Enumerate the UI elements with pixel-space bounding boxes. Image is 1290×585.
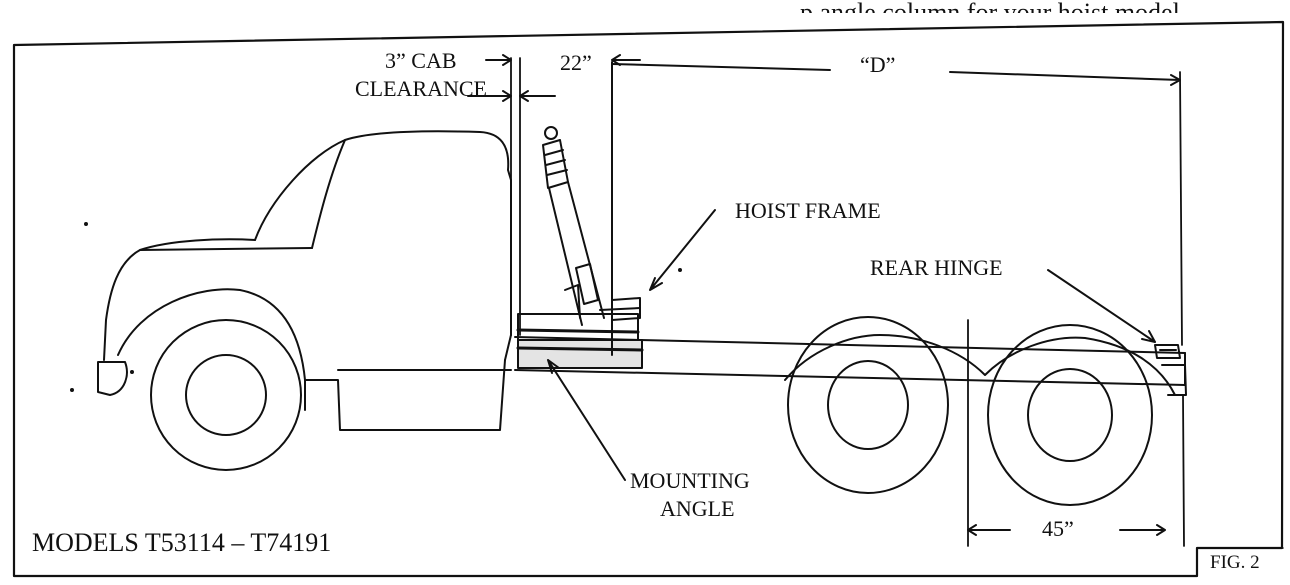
mounting-angle-label-line1: MOUNTING xyxy=(630,468,750,493)
cab-rear-wall xyxy=(504,334,512,361)
hoist-cylinder xyxy=(542,126,605,326)
front-rim xyxy=(185,354,267,436)
cab-body-lower xyxy=(304,359,506,431)
rear-hinge-label: REAR HINGE xyxy=(870,255,1003,280)
dimension-22-label: 22” xyxy=(560,50,592,75)
truck-cab xyxy=(97,130,512,431)
dimension-d-arrow xyxy=(611,63,1181,86)
subframe-lower xyxy=(517,339,643,369)
cab-clearance-label-line2: CLEARANCE xyxy=(355,76,487,101)
subframe-upper xyxy=(517,313,639,341)
dimension-45-arrow xyxy=(967,524,1166,536)
dimension-d-label: “D” xyxy=(860,52,896,77)
rear-rim-front xyxy=(827,360,909,450)
rear-rim-rear xyxy=(1027,368,1113,462)
mounting-angle-label-line2: ANGLE xyxy=(660,496,735,521)
front-wheel xyxy=(150,319,302,471)
cab-windshield-edge xyxy=(311,139,346,249)
rear-tire-rear xyxy=(987,324,1153,506)
mounting-angle-subframe xyxy=(516,313,644,369)
hoist-cylinder-pin xyxy=(544,126,558,140)
dimension-45-label: 45” xyxy=(1042,516,1074,541)
front-tire xyxy=(150,319,302,471)
hoist-cylinder-base xyxy=(575,263,599,305)
cab-clearance-label-line1: 3” CAB xyxy=(385,48,457,73)
rear-fender xyxy=(784,334,1176,396)
rear-tandem-wheels xyxy=(784,316,1176,506)
front-bumper xyxy=(97,361,128,396)
frame-rail-bottom xyxy=(514,369,1186,386)
cab-outline xyxy=(254,130,512,336)
hood-line xyxy=(139,247,313,251)
front-wheel-arch xyxy=(117,288,306,411)
dimension-d-end xyxy=(1179,71,1183,346)
header-fragment: p angle column for your hoist model. xyxy=(800,0,1187,27)
hoist-cylinder-barrel xyxy=(548,181,605,326)
hoist-frame-label: HOIST FRAME xyxy=(735,198,881,223)
rear-hinge xyxy=(1154,344,1187,396)
rear-tire-front xyxy=(787,316,949,494)
figure-number: FIG. 2 xyxy=(1210,552,1260,573)
models-label: MODELS T53114 – T74191 xyxy=(32,528,332,557)
